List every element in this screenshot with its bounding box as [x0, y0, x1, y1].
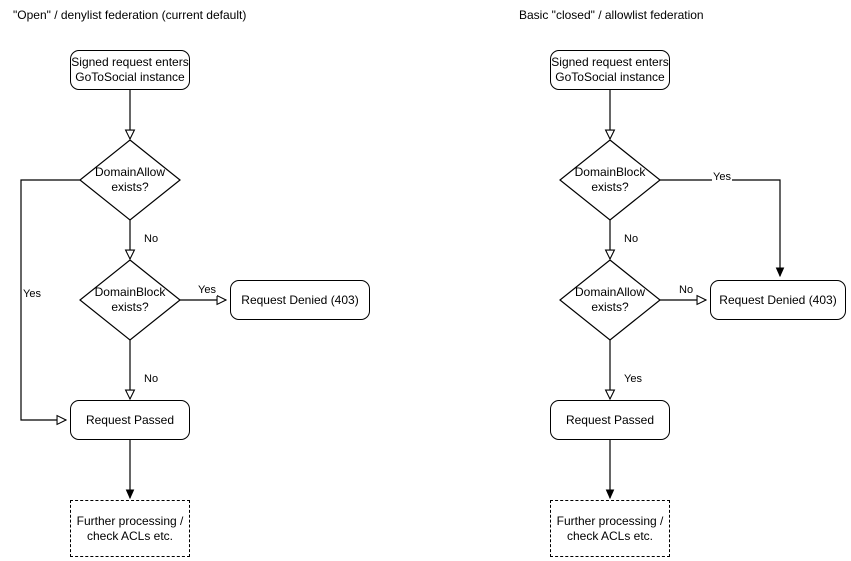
- node-decision-domainallow-left[interactable]: DomainAllow exists?: [79, 139, 181, 221]
- edge-label-right-allow-yes: Yes: [623, 373, 643, 385]
- edge-label-right-allow-no: No: [678, 284, 695, 296]
- node-request-denied-right[interactable]: Request Denied (403): [710, 280, 846, 320]
- node-request-passed-right[interactable]: Request Passed: [550, 400, 670, 440]
- node-start-left[interactable]: Signed request enters GoToSocial instanc…: [70, 50, 190, 90]
- node-start-right[interactable]: Signed request enters GoToSocial instanc…: [550, 50, 670, 90]
- node-request-passed-left[interactable]: Request Passed: [70, 400, 190, 440]
- node-further-processing-right[interactable]: Further processing / check ACLs etc.: [550, 500, 670, 557]
- edge-label-left-allow-no: No: [143, 233, 160, 245]
- panel-title-closed-allowlist: Basic "closed" / allowlist federation: [519, 8, 704, 22]
- edge-label-left-allow-yes: Yes: [22, 288, 42, 300]
- edge-label-left-block-yes: Yes: [197, 284, 217, 296]
- diamond-shape: [559, 259, 661, 341]
- node-decision-domainblock-right[interactable]: DomainBlock exists?: [559, 139, 661, 221]
- node-request-denied-left[interactable]: Request Denied (403): [230, 280, 370, 320]
- edge-label-right-block-no: No: [623, 233, 640, 245]
- diamond-shape: [559, 139, 661, 221]
- panel-title-open-denylist: "Open" / denylist federation (current de…: [13, 8, 247, 22]
- edge-label-right-block-yes: Yes: [712, 171, 732, 183]
- node-further-processing-left[interactable]: Further processing / check ACLs etc.: [70, 500, 190, 557]
- diamond-shape: [79, 259, 181, 341]
- diamond-shape: [79, 139, 181, 221]
- node-decision-domainblock-left[interactable]: DomainBlock exists?: [79, 259, 181, 341]
- edge-label-left-block-no: No: [143, 373, 160, 385]
- node-decision-domainallow-right[interactable]: DomainAllow exists?: [559, 259, 661, 341]
